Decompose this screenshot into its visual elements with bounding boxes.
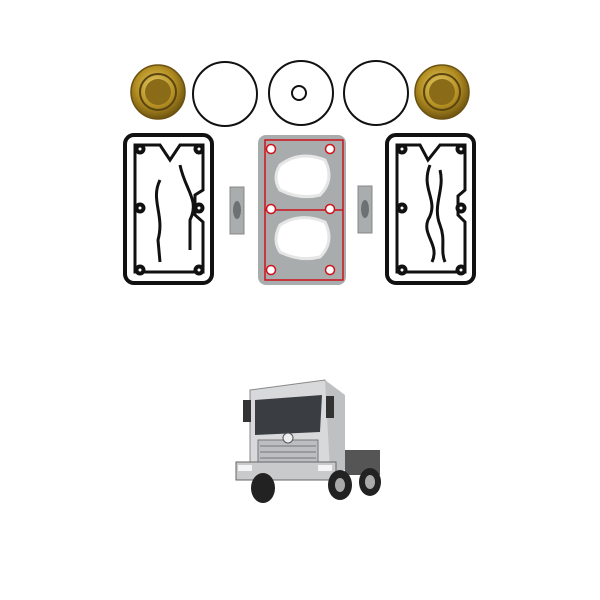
- o-ring-left: [192, 61, 258, 127]
- o-ring-center: [268, 60, 334, 126]
- brass-cap-right: [414, 64, 470, 120]
- gasket-left: [123, 133, 214, 285]
- gasket-right: [385, 133, 476, 285]
- truck-image: [235, 379, 381, 503]
- shim-left: [229, 186, 245, 235]
- shim-right: [357, 185, 373, 234]
- o-ring-right: [343, 60, 409, 126]
- o-ring-small: [291, 85, 307, 101]
- brass-cap-left: [130, 64, 186, 120]
- valve-plate-gasket: [258, 135, 346, 285]
